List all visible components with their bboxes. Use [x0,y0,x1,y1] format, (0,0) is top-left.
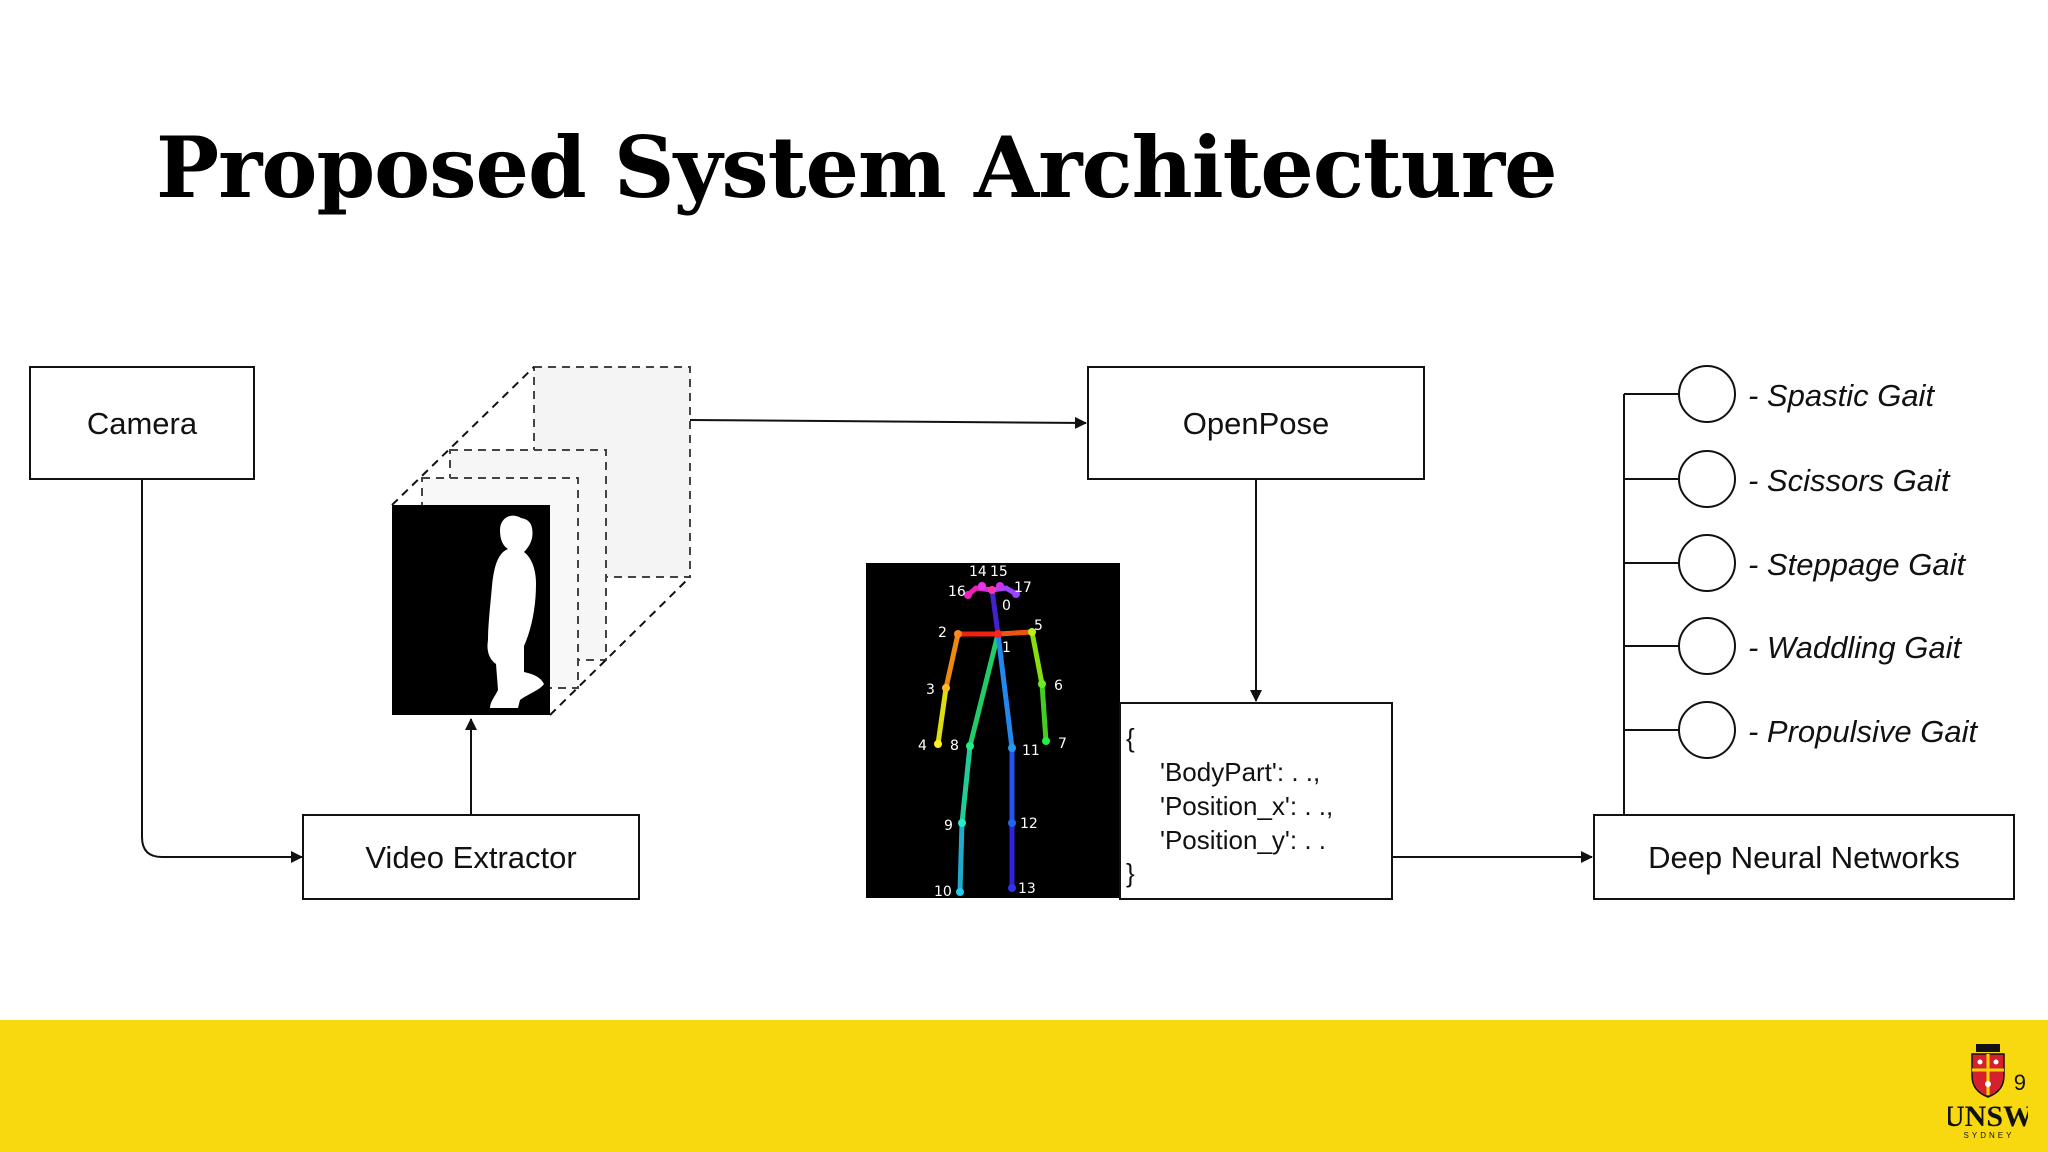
json-line-position-x: 'Position_x': . ., [1160,791,1333,821]
dnn-label: Deep Neural Networks [1648,840,1960,875]
logo-text: UNSW [1948,1100,2028,1133]
keypoint-label: 6 [1054,678,1063,694]
output-propulsive: - Propulsive Gait [1624,701,1979,759]
output-label: - Spastic Gait [1748,378,1935,413]
footer-bar: UNSW SYDNEY 9 [0,1020,2048,1152]
output-label: - Propulsive Gait [1748,714,1979,749]
keypoint-label: 9 [944,818,953,834]
dnn-node: Deep Neural Networks [1593,814,2015,900]
keypoint-label: 13 [1018,881,1036,897]
json-open-brace: { [1126,723,1135,753]
keypoint-label: 8 [950,738,959,754]
output-steppage: - Steppage Gait [1624,534,1967,592]
page-number: 9 [2013,1070,2026,1095]
json-output-node: { 'BodyPart': . ., 'Position_x': . ., 'P… [1119,702,1393,900]
keypoint-label: 10 [934,884,952,900]
keypoint-label: 17 [1014,580,1032,596]
logo-subtext: SYDNEY [1964,1131,2015,1140]
unsw-logo: UNSW SYDNEY [1948,1044,2028,1140]
output-scissors: - Scissors Gait [1624,450,1951,508]
frame-edge-top [391,366,535,506]
skeleton-joints [934,582,1050,896]
keypoint-label: 15 [990,564,1008,580]
keypoint-label: 16 [948,584,966,600]
video-frames-stack [391,366,691,716]
walking-silhouette [487,515,544,708]
keypoint-label: 5 [1034,618,1043,634]
openpose-label: OpenPose [1183,406,1330,441]
json-close-brace: } [1126,858,1135,888]
json-line-bodypart: 'BodyPart': . ., [1160,757,1320,787]
output-label: - Steppage Gait [1748,547,1967,582]
keypoint-label: 3 [926,682,935,698]
output-waddling: - Waddling Gait [1624,617,1962,675]
output-label: - Waddling Gait [1748,630,1962,665]
video-extractor-label: Video Extractor [365,840,576,875]
json-line-position-y: 'Position_y': . . [1160,825,1326,855]
video-extractor-node: Video Extractor [302,814,640,900]
architecture-diagram: Camera Video Extractor OpenPose [29,365,2015,900]
keypoint-label: 2 [938,625,947,641]
keypoint-label: 7 [1058,736,1067,752]
slide-title: Proposed System Architecture [156,118,1558,217]
skeleton-keypoint-labels: 0 1 2 3 4 5 6 7 8 9 10 11 12 13 14 15 16… [918,564,1067,900]
output-spastic: - Spastic Gait [1624,365,1935,423]
keypoint-label: 12 [1020,816,1038,832]
camera-label: Camera [87,406,198,441]
unsw-crest-icon [1971,1044,2005,1098]
keypoint-label: 0 [1002,598,1011,614]
camera-to-extractor-arrow [141,479,303,863]
output-label: - Scissors Gait [1748,463,1951,498]
keypoint-label: 4 [918,738,927,754]
skeleton-panel: 0 1 2 3 4 5 6 7 8 9 10 11 12 13 14 15 16… [866,563,1120,900]
frame-edge-bottom [549,576,691,716]
keypoint-label: 11 [1022,743,1040,759]
output-tree: - Spastic Gait - Scissors Gait - Steppag… [1623,365,1979,815]
keypoint-label: 14 [969,564,987,580]
camera-node: Camera [29,366,255,480]
frames-to-openpose-arrow [689,416,1087,429]
openpose-node: OpenPose [1087,366,1425,480]
keypoint-label: 1 [1002,640,1011,656]
